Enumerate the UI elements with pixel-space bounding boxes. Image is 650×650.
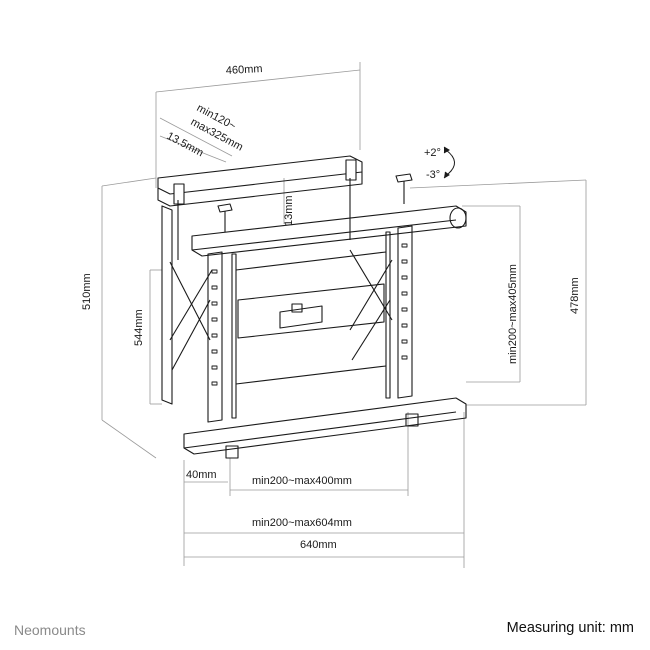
lower-crossbar — [183, 397, 467, 459]
label-horizontal-range-max: min200~max604mm — [252, 517, 352, 529]
vertical-rails — [207, 225, 413, 423]
label-bottom-left: 40mm — [186, 469, 217, 481]
label-tilt-up: +2° — [424, 147, 441, 159]
label-tilt-down: -3° — [426, 169, 440, 181]
label-horizontal-range: min200~max400mm — [252, 475, 352, 487]
adjustment-knob-left — [217, 203, 233, 232]
brand-logo: Neomounts — [14, 622, 86, 638]
unit-label: Measuring unit: mm — [506, 620, 634, 636]
center-plate — [235, 251, 387, 385]
label-offset: 13.5mm — [165, 130, 206, 159]
label-right-height: 478mm — [569, 277, 581, 314]
tilt-arrow-icon — [443, 146, 455, 179]
label-overall-width: 640mm — [300, 539, 337, 551]
label-top-width: 460mm — [226, 63, 263, 77]
upper-crossbar — [191, 205, 467, 257]
label-plate-gap: 13mm — [283, 195, 295, 226]
label-left-height: 510mm — [81, 273, 93, 310]
label-right-vertical: min200~max405mm — [507, 264, 519, 364]
adjustment-knob-right — [395, 173, 413, 204]
top-bracket — [157, 155, 363, 260]
label-inner-height: 544mm — [133, 309, 145, 346]
dimension-lines — [101, 62, 587, 568]
